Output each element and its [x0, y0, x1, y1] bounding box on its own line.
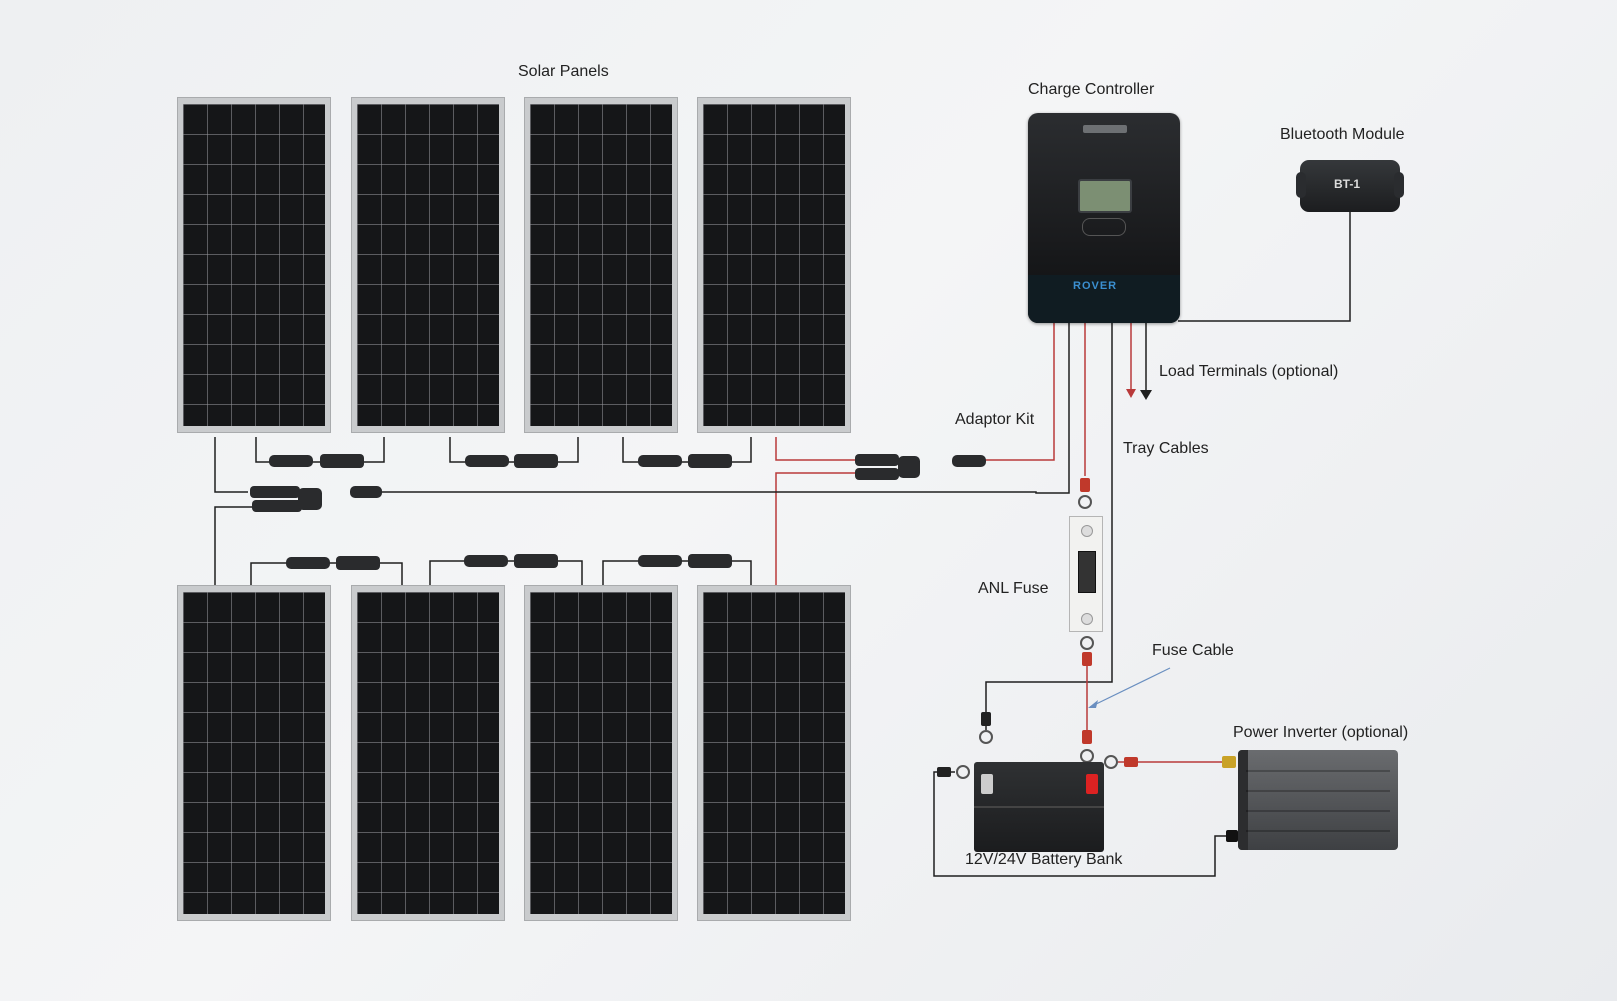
- panel-cells: [357, 592, 499, 914]
- mc4-branch-connector: [855, 468, 899, 480]
- ring-terminal: [1080, 749, 1094, 763]
- panel-cells: [530, 592, 672, 914]
- controller-lower-panel: ROVER: [1028, 275, 1180, 323]
- mc4-connector: [320, 454, 364, 468]
- solar-panel: [177, 585, 331, 921]
- bottom-right-output-wire: [775, 472, 862, 585]
- anl-fuse-label: ANL Fuse: [978, 580, 1049, 597]
- fuse-element: [1078, 551, 1096, 593]
- fuse-cable-pointer: [1089, 667, 1171, 708]
- solar-panel: [524, 585, 678, 921]
- solar-panel: [697, 97, 851, 433]
- ring-terminal: [956, 765, 970, 779]
- mc4-connector: [514, 454, 558, 468]
- black-crimp: [937, 767, 951, 777]
- controller-negative-to-battery: [985, 323, 1113, 730]
- top-right-output-wire: [775, 437, 862, 461]
- mc4-branch-connector: [252, 500, 302, 512]
- mc4-connector: [286, 557, 330, 569]
- controller-model-text: ROVER: [1073, 280, 1118, 292]
- red-crimp: [1080, 478, 1090, 492]
- solar-panel: [524, 97, 678, 433]
- top-series-wire-3: [622, 437, 752, 463]
- bluetooth-cable: [1178, 212, 1351, 322]
- mc4-connector: [688, 554, 732, 568]
- solar-panel: [177, 97, 331, 433]
- solar-panels-label: Solar Panels: [518, 63, 609, 80]
- power-inverter: [1238, 750, 1398, 850]
- inverter-rib: [1246, 810, 1390, 812]
- inverter-negative-post: [1226, 830, 1238, 842]
- solar-panel: [697, 585, 851, 921]
- controller-buttons: [1082, 218, 1126, 236]
- mc4-branch-y: [298, 488, 322, 510]
- solar-panel: [351, 97, 505, 433]
- red-crimp: [1082, 730, 1092, 744]
- mc4-branch-connector: [855, 454, 899, 466]
- mc4-connector: [688, 454, 732, 468]
- top-left-output-wire: [214, 437, 248, 493]
- panel-cells: [357, 104, 499, 426]
- adaptor-kit-label: Adaptor Kit: [955, 411, 1035, 428]
- power-inverter-label: Power Inverter (optional): [1233, 724, 1409, 741]
- mc4-connector: [638, 455, 682, 467]
- ring-terminal: [979, 730, 993, 744]
- mc4-branch-y: [898, 456, 920, 478]
- load-negative-arrowhead: [1140, 390, 1152, 400]
- inverter-positive-post: [1222, 756, 1236, 768]
- anl-fuse: [1069, 516, 1103, 632]
- fuse-bolt: [1081, 525, 1093, 537]
- panel-cells: [183, 592, 325, 914]
- mc4-connector: [952, 455, 986, 467]
- inverter-endcap: [1238, 750, 1248, 850]
- red-crimp: [1124, 757, 1138, 767]
- bluetooth-module-label: Bluetooth Module: [1280, 126, 1405, 143]
- mc4-connector: [464, 555, 508, 567]
- inverter-rib: [1246, 790, 1390, 792]
- inverter-rib: [1246, 830, 1390, 832]
- charge-controller-label: Charge Controller: [1028, 81, 1155, 98]
- fuse-cable-arrowhead: [1088, 700, 1098, 708]
- inverter-rib: [1246, 770, 1390, 772]
- battery-seam: [974, 806, 1104, 808]
- panel-cells: [530, 104, 672, 426]
- ring-terminal: [1078, 495, 1092, 509]
- solar-panel: [351, 585, 505, 921]
- load-positive-arrowhead: [1126, 389, 1136, 398]
- battery-negative-terminal: [981, 774, 993, 794]
- mc4-connector: [638, 555, 682, 567]
- bluetooth-module: BT-1: [1296, 160, 1404, 212]
- load-terminals-label: Load Terminals (optional): [1159, 363, 1339, 380]
- controller-lcd-screen: [1078, 179, 1132, 213]
- panel-cells: [183, 104, 325, 426]
- battery-bank: [974, 762, 1104, 852]
- controller-brand-plate: [1083, 125, 1127, 133]
- ring-terminal: [1080, 636, 1094, 650]
- battery-positive-terminal: [1086, 774, 1098, 794]
- black-crimp: [981, 712, 991, 726]
- panel-cells: [703, 592, 845, 914]
- fuse-cable-label: Fuse Cable: [1152, 642, 1234, 659]
- mc4-connector: [336, 556, 380, 570]
- bluetooth-mount-ear: [1296, 172, 1306, 198]
- bluetooth-model-text: BT-1: [1334, 177, 1361, 191]
- panel-cells: [703, 104, 845, 426]
- mc4-branch-connector: [250, 486, 300, 498]
- mc4-connector: [269, 455, 313, 467]
- ring-terminal: [1104, 755, 1118, 769]
- positive-trunk-wire: [985, 323, 1055, 461]
- tray-cables-label: Tray Cables: [1123, 440, 1209, 457]
- bluetooth-mount-ear: [1394, 172, 1404, 198]
- battery-bank-label: 12V/24V Battery Bank: [965, 851, 1123, 868]
- mc4-connector: [514, 554, 558, 568]
- bottom-left-output-wire: [214, 506, 254, 585]
- charge-controller: ROVER: [1028, 113, 1180, 323]
- red-crimp: [1082, 652, 1092, 666]
- mc4-connector: [465, 455, 509, 467]
- fuse-bolt: [1081, 613, 1093, 625]
- negative-trunk-wire: [380, 323, 1070, 494]
- mc4-connector: [350, 486, 382, 498]
